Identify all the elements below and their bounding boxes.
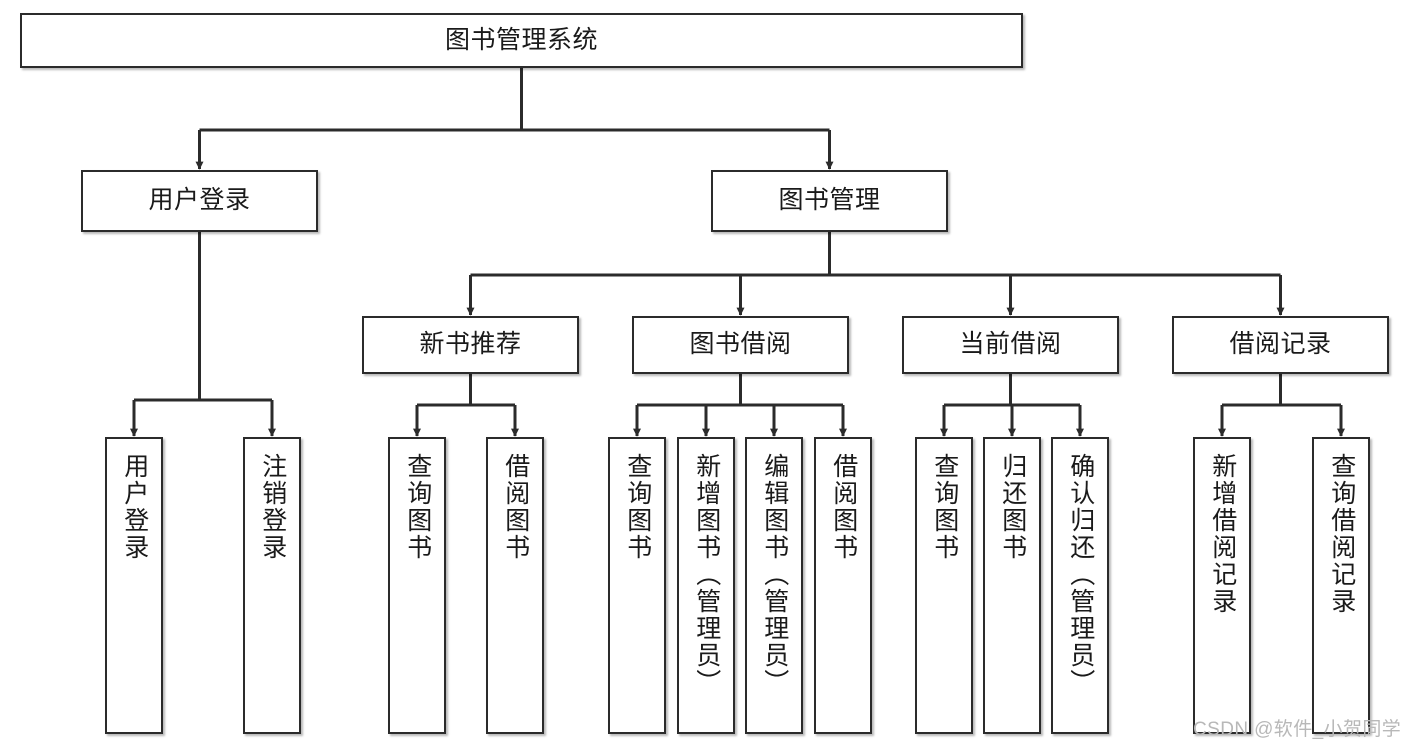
- node-root[interactable]: 图书管理系统: [20, 13, 1023, 68]
- node-leaf-borrow-book[interactable]: 借阅图书: [814, 437, 872, 734]
- node-label: 归还图书: [998, 453, 1027, 561]
- node-leaf-borrow-book-recommend[interactable]: 借阅图书: [486, 437, 544, 734]
- node-new-book-recommend[interactable]: 新书推荐: [362, 316, 579, 374]
- node-label: 新增借阅记录: [1208, 453, 1237, 615]
- edge-layer: [130, 68, 1345, 437]
- node-label: 确认归还（管理员）: [1066, 453, 1095, 696]
- node-label: 借阅图书: [501, 453, 530, 561]
- node-leaf-return-book[interactable]: 归还图书: [983, 437, 1041, 734]
- node-label: 图书借阅: [689, 330, 792, 359]
- node-label: 借阅记录: [1229, 330, 1332, 359]
- node-leaf-query-book-borrow[interactable]: 查询图书: [608, 437, 666, 734]
- node-label: 用户登录: [148, 186, 251, 215]
- node-label: 图书管理: [778, 186, 881, 215]
- node-label: 查询图书: [930, 453, 959, 561]
- node-leaf-user-login[interactable]: 用户登录: [105, 437, 163, 734]
- node-label: 用户登录: [120, 453, 149, 561]
- node-label: 注销登录: [258, 453, 287, 561]
- node-leaf-confirm-return[interactable]: 确认归还（管理员）: [1051, 437, 1109, 734]
- node-current-borrow[interactable]: 当前借阅: [902, 316, 1119, 374]
- node-leaf-query-book-recommend[interactable]: 查询图书: [388, 437, 446, 734]
- node-book-borrow[interactable]: 图书借阅: [632, 316, 849, 374]
- node-label: 当前借阅: [959, 330, 1062, 359]
- node-leaf-add-borrow-record[interactable]: 新增借阅记录: [1193, 437, 1251, 734]
- node-leaf-query-book-current[interactable]: 查询图书: [915, 437, 973, 734]
- node-borrow-record[interactable]: 借阅记录: [1172, 316, 1389, 374]
- node-label: 编辑图书（管理员）: [760, 453, 789, 696]
- node-label: 借阅图书: [829, 453, 858, 561]
- node-leaf-query-borrow-record[interactable]: 查询借阅记录: [1312, 437, 1370, 734]
- node-book-manage[interactable]: 图书管理: [711, 170, 948, 232]
- node-leaf-logout[interactable]: 注销登录: [243, 437, 301, 734]
- node-label: 查询图书: [403, 453, 432, 561]
- node-user-login[interactable]: 用户登录: [81, 170, 318, 232]
- node-leaf-edit-book[interactable]: 编辑图书（管理员）: [745, 437, 803, 734]
- node-label: 新书推荐: [419, 330, 522, 359]
- node-label: 查询借阅记录: [1327, 453, 1356, 615]
- node-label: 图书管理系统: [444, 25, 598, 54]
- csdn-watermark: CSDN @软件_小贺同学: [1193, 719, 1402, 740]
- node-leaf-add-book[interactable]: 新增图书（管理员）: [677, 437, 735, 734]
- node-label: 查询图书: [623, 453, 652, 561]
- node-label: 新增图书（管理员）: [692, 453, 721, 696]
